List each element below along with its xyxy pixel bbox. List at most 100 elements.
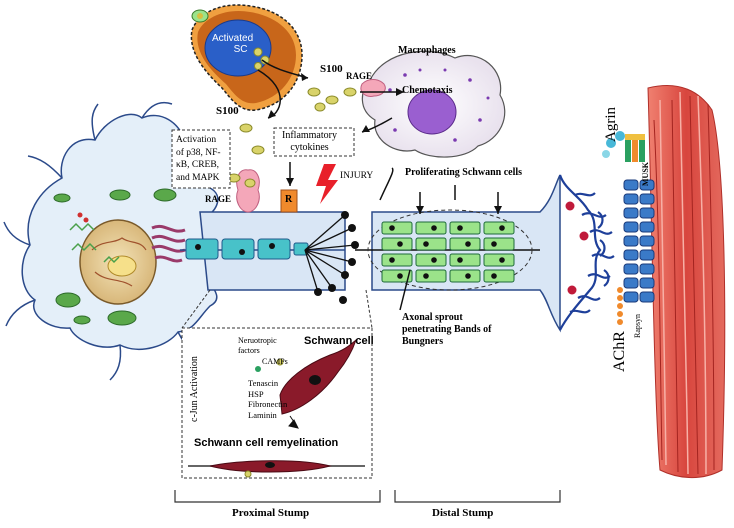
proliferating-schwann-cell [449,221,481,235]
injury-bolt [316,164,338,204]
rage-top-label: RAGE [346,71,373,81]
proliferating-schwann-cell [483,253,515,267]
distal-stump-label: Distal Stump [432,507,494,519]
proliferating-schwann-cell [449,237,481,251]
schwann-nucleus [499,257,505,263]
achr-cluster [623,207,639,219]
activated-sc-label: Activated SC [212,33,254,55]
schwann-nucleus [397,241,403,247]
camps-label: CAMPs [262,357,288,366]
remyelination-label: Schwann cell remyelination [194,437,339,449]
severed-fibers [304,214,356,293]
activation-line: and MAPK [176,172,220,183]
activation-line: of p38, NF- [176,147,221,158]
activated-sc-line2: SC [233,43,248,55]
receptor-r [280,189,298,213]
activation-box [171,129,231,189]
myelin-schwann-cells [185,238,309,260]
c-jun-label: c-Jun Activation [189,356,200,422]
macrophage [360,50,506,158]
s100-top-label: S100 [320,63,343,75]
nerve-terminal [558,174,615,331]
factor-item: Tenascin [248,378,279,388]
s100-left-label: S100 [216,105,239,117]
activation-text: Activation of p38, NF- κB, CREB, and MAP… [176,134,221,184]
proliferating-schwann-cell [381,269,413,283]
schwann-nucleus [423,241,429,247]
schwann-nucleus [431,225,437,231]
proliferating-schwann-cell [415,237,447,251]
schwann-nucleus [491,241,497,247]
proximal-axon [180,211,359,304]
proximal-stump-label: Proximal Stump [232,507,310,519]
schwann-nucleus [431,257,437,263]
axonal-sprout-line: Axonal sprout [402,312,463,323]
schwann-nucleus [457,225,463,231]
axonal-sprout-line: penetrating Bands of [402,324,492,335]
schwann-nucleus [389,257,395,263]
inflammatory-line: Inflammatory [282,130,337,141]
proliferating-schwann-cell [381,237,413,251]
achr-cluster [623,179,639,191]
achr-cluster [639,277,655,289]
proliferating-schwann-cell [483,221,515,235]
neuron-cell-body [3,101,219,381]
activation-line: κB, CREB, [176,160,220,170]
injury-label: INJURY [340,171,374,181]
proliferating-schwann-cell [449,253,481,267]
neurotropic-line: factors [238,346,260,355]
agrin-label: Agrin [603,107,619,142]
factors-list: Tenascin HSP Fibronectin Laminin [248,378,287,420]
axonal-sprout-text: Axonal sprout penetrating Bands of Bungn… [402,312,491,348]
schwann-nucleus [465,273,471,279]
agrin-musk-complex [602,131,645,162]
activation-line: Activation [176,135,217,145]
achr-cluster [639,207,655,219]
neurotropic-line: Neruotropic [238,336,277,345]
achr-cluster [639,221,655,233]
musk-label: MUSK [641,162,650,186]
achr-cluster [639,291,655,303]
achr-cluster [623,263,639,275]
factor-item: Fibronectin [248,399,288,409]
achr-label: AChR [611,331,628,372]
activated-sc-line1: Activated [212,33,254,44]
achr-cluster [639,249,655,261]
rapsyn-label: Rapsyn [633,314,642,338]
achr-cluster [639,193,655,205]
rapsyn-protein [617,295,623,301]
schwann-nucleus [397,273,403,279]
achr-cluster [623,221,639,233]
stump-brackets [174,490,561,503]
schwann-nucleus [499,225,505,231]
achr-receptors [617,179,655,325]
proliferating-schwann-cell [449,269,481,283]
proliferating-schwann-cell [415,269,447,283]
achr-cluster [623,235,639,247]
proliferating-schwann-cell [483,237,515,251]
rage-receptor [236,169,260,213]
achr-cluster [639,235,655,247]
schwann-cell-label: Schwann cell [304,335,374,347]
proliferating-schwann-cell [381,253,413,267]
inflammatory-text: Inflammatory cytokines [282,130,337,154]
achr-cluster [623,193,639,205]
proliferating-schwann-grid [381,221,515,283]
rapsyn-protein [617,311,623,317]
proliferating-schwann-cell [483,269,515,283]
schwann-nucleus [491,273,497,279]
inflammatory-line: cytokines [290,142,329,153]
chemotaxis-label: Chemotaxis [402,85,453,96]
neurotropic-text: Neruotropic factors [238,336,277,356]
factor-item: Laminin [248,409,277,420]
proliferating-label: Proliferating Schwann cells [405,167,523,178]
factor-item: HSP [248,388,264,399]
receptor-r-label: R [285,194,293,205]
schwann-nucleus [423,273,429,279]
axonal-sprout-line: Bungners [402,336,444,347]
achr-cluster [623,249,639,261]
schwann-nucleus [389,225,395,231]
rapsyn-protein [617,287,623,293]
rapsyn-protein [617,319,623,325]
